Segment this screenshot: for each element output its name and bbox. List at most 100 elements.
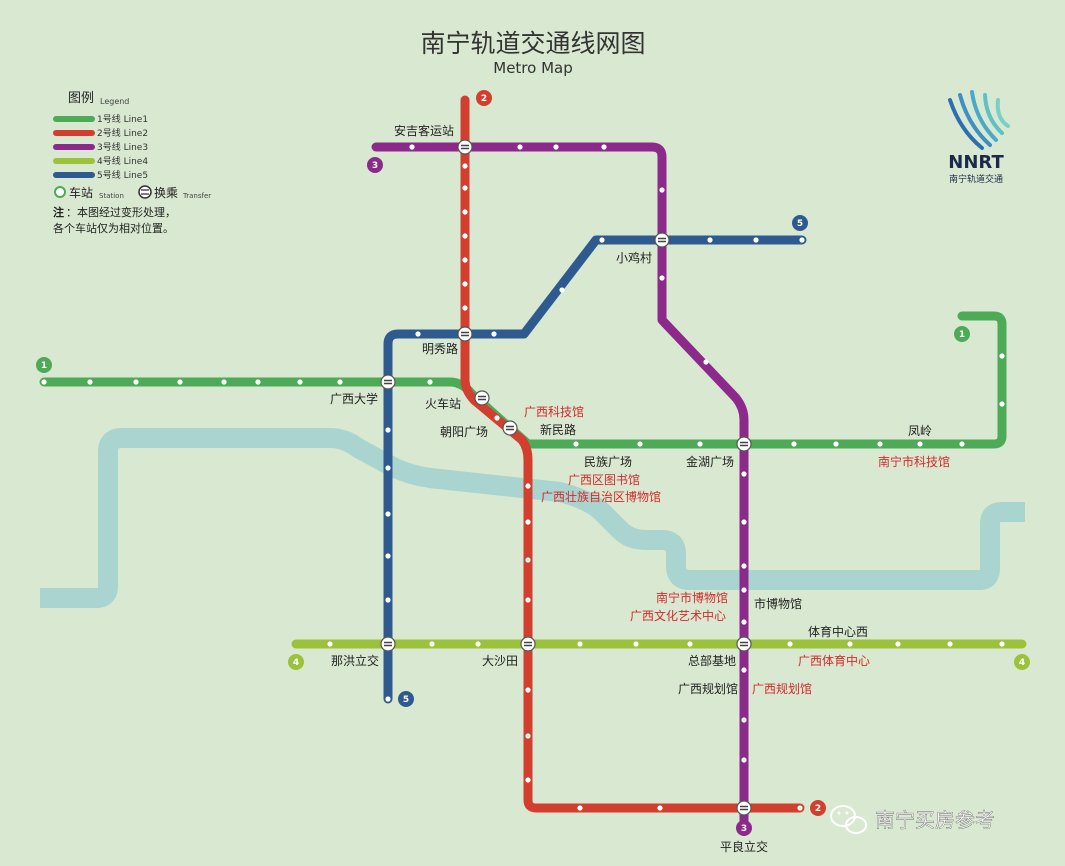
station-dot: [525, 733, 531, 739]
station-chaoyangguangchang[interactable]: 朝阳广场: [440, 425, 488, 439]
svg-text:2: 2: [481, 94, 487, 104]
station-dot: [385, 511, 391, 517]
station-anji[interactable]: 安吉客运站: [394, 123, 454, 138]
station-dot: [462, 281, 468, 287]
station-dot: [429, 641, 435, 647]
station-tiyuzhongxinxi[interactable]: 体育中心西: [808, 624, 868, 639]
station-dot: [741, 563, 747, 569]
station-zongbujidi[interactable]: 总部基地: [688, 653, 736, 668]
transfer-station-icon[interactable]: [457, 139, 473, 155]
poi-nanning-kejiguan: 南宁市科技馆: [878, 454, 950, 469]
station-shibowuguan[interactable]: 市博物馆: [754, 596, 802, 611]
station-dot: [385, 597, 391, 603]
station-dot: [999, 353, 1005, 359]
legend-note-line2: 各个车站仅为相对位置。: [53, 221, 174, 235]
station-dot: [462, 305, 468, 311]
station-dashatian[interactable]: 大沙田: [482, 654, 518, 668]
svg-text:3: 3: [372, 161, 378, 171]
transfer-station-icon[interactable]: [474, 390, 490, 406]
badge-line5-east: [792, 215, 808, 231]
station-dot: [462, 163, 468, 169]
station-dot: [687, 641, 693, 647]
station-dot: [741, 619, 747, 625]
station-dot: [577, 641, 583, 647]
station-dot: [525, 687, 531, 693]
station-mingxiulu[interactable]: 明秀路: [422, 341, 458, 356]
map-title: 南宁轨道交通线网图: [420, 29, 645, 58]
transfer-station-icon[interactable]: [520, 636, 536, 652]
station-dots: [41, 144, 1005, 811]
legend-station-icon: [54, 186, 66, 198]
station-guangxidaxue[interactable]: 广西大学: [330, 391, 378, 406]
station-dot: [947, 641, 953, 647]
station-dot: [741, 471, 747, 477]
station-dot: [525, 597, 531, 603]
station-fengling[interactable]: 凤岭: [908, 424, 932, 438]
station-labels: 安吉客运站 小鸡村 明秀路 广西大学 火车站 朝阳广场 新民路 民族广场 金湖广…: [330, 123, 932, 854]
station-dot: [741, 519, 747, 525]
station-guangxiguihuaguan[interactable]: 广西规划馆: [678, 681, 738, 696]
svg-text:3: 3: [741, 824, 747, 834]
station-dot: [787, 641, 793, 647]
line5-track: [383, 235, 807, 704]
poi-kejiguan: 广西科技馆: [524, 404, 584, 419]
badge-line2-south: [810, 800, 826, 816]
station-huochezhan[interactable]: 火车站: [425, 396, 461, 411]
station-dot: [877, 441, 883, 447]
transfer-station-icon[interactable]: [380, 374, 396, 390]
badge-line4-west: [288, 654, 304, 670]
transfer-station-icon[interactable]: [736, 436, 752, 452]
transfer-station-icon[interactable]: [502, 420, 518, 436]
station-dot: [427, 379, 433, 385]
station-dot: [741, 717, 747, 723]
station-dot: [177, 379, 183, 385]
station-dot: [999, 401, 1005, 407]
station-dot: [573, 441, 579, 447]
station-dot: [525, 483, 531, 489]
station-dot: [741, 667, 747, 673]
station-dot: [517, 144, 523, 150]
station-dot: [525, 557, 531, 563]
svg-text:4: 4: [1019, 658, 1025, 668]
legend-transfer-icon: [138, 185, 152, 199]
legend-label-line2: 2号线 Line2: [97, 127, 148, 139]
station-dot: [385, 427, 391, 433]
poi-tiyu: 广西体育中心: [798, 653, 870, 668]
station-dot: [895, 641, 901, 647]
transfer-station-icon[interactable]: [380, 636, 396, 652]
station-dot: [133, 379, 139, 385]
station-dot: [659, 275, 665, 281]
station-dot: [637, 441, 643, 447]
nnrt-logo-icon: [948, 90, 1010, 150]
svg-text:4: 4: [293, 658, 299, 668]
station-minzuguangchang[interactable]: 民族广场: [584, 455, 632, 469]
station-dot: [659, 187, 665, 193]
nnrt-logo: NNRT 南宁轨道交通: [948, 90, 1010, 185]
station-dot: [462, 185, 468, 191]
station-dot: [409, 144, 415, 150]
station-dot: [337, 379, 343, 385]
station-dot: [599, 237, 605, 243]
transfer-station-icon[interactable]: [736, 800, 752, 816]
station-jinhuguangchang[interactable]: 金湖广场: [686, 454, 734, 469]
station-dot: [999, 641, 1005, 647]
transfer-station-icon[interactable]: [654, 232, 670, 248]
legend-label-line1: 1号线 Line1: [97, 113, 148, 125]
watermark-text: 南宁买房参考: [875, 808, 995, 832]
station-xinminlu[interactable]: 新民路: [540, 422, 576, 437]
station-dot: [221, 379, 227, 385]
legend-transfer-label: 换乘: [154, 186, 178, 200]
station-xiaojicun[interactable]: 小鸡村: [616, 250, 652, 265]
legend-label-line4: 4号线 Line4: [97, 155, 148, 167]
station-pinglianglijiao[interactable]: 平良立交: [720, 839, 768, 854]
station-dot: [797, 805, 803, 811]
station-dot: [415, 331, 421, 337]
transfer-station-icon[interactable]: [736, 636, 752, 652]
station-nahonglijiao[interactable]: 那洪立交: [331, 653, 379, 668]
station-dot: [87, 379, 93, 385]
station-dot: [385, 465, 391, 471]
transfer-station-icon[interactable]: [457, 326, 473, 342]
svg-text:5: 5: [403, 695, 409, 705]
poi-tushuguan: 广西区图书馆: [568, 472, 640, 487]
